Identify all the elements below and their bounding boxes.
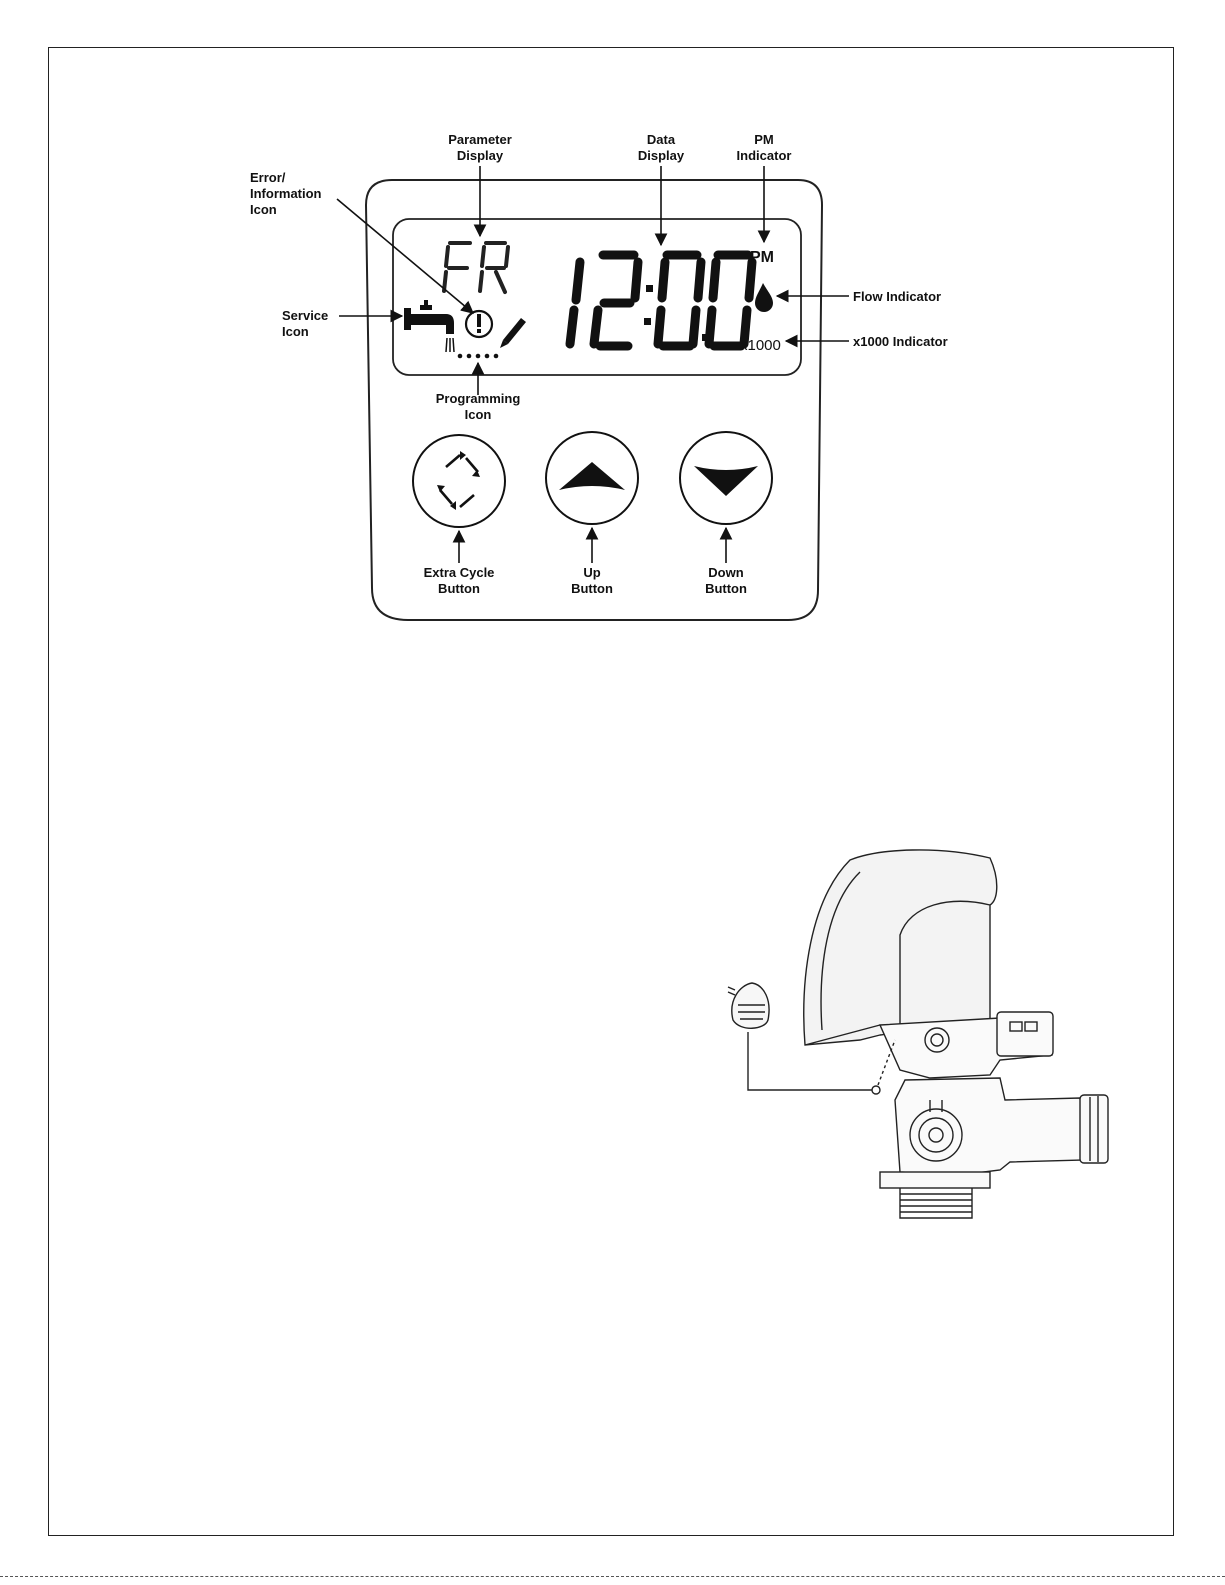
extra-cycle-button[interactable] bbox=[413, 435, 505, 527]
error-information-icon-label: Error/ Information Icon bbox=[250, 170, 322, 218]
programming-icon-label: Programming Icon bbox=[436, 391, 521, 423]
up-button-label: Up Button bbox=[571, 565, 613, 597]
x1000-indicator: x1000 bbox=[740, 337, 781, 354]
data-display-label: Data Display bbox=[638, 132, 684, 164]
parameter-display-label: Parameter Display bbox=[448, 132, 512, 164]
pm-indicator: PM bbox=[750, 249, 774, 266]
valve-assembly-illustration bbox=[728, 850, 1108, 1218]
down-button-label: Down Button bbox=[705, 565, 747, 597]
pm-indicator-label: PM Indicator bbox=[737, 132, 792, 164]
down-button[interactable] bbox=[680, 432, 772, 524]
flow-indicator-label: Flow Indicator bbox=[853, 289, 941, 305]
extra-cycle-button-label: Extra Cycle Button bbox=[424, 565, 495, 597]
up-button[interactable] bbox=[546, 432, 638, 524]
service-icon-label: Service Icon bbox=[282, 308, 328, 340]
x1000-indicator-label: x1000 Indicator bbox=[853, 334, 948, 350]
